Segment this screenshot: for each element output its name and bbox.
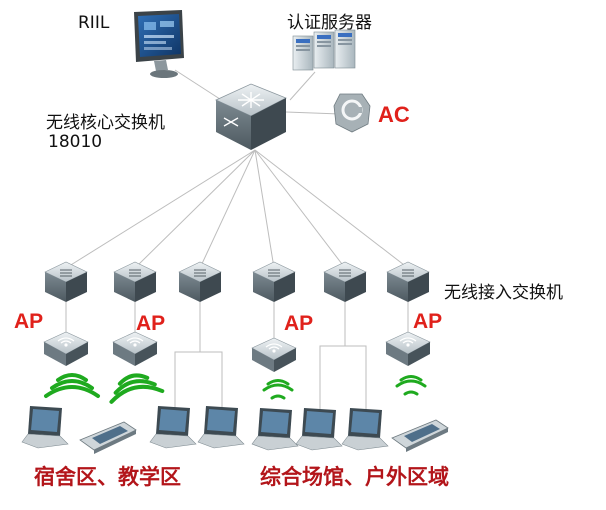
auth-server-label: 认证服务器 (287, 13, 372, 33)
link-hub-laptops-right (319, 345, 367, 412)
access-point-icon (112, 331, 158, 366)
ac-controller-icon (333, 93, 371, 133)
link-core-sw3 (199, 149, 256, 269)
access-switch-label: 无线接入交换机 (444, 283, 563, 303)
pda-icon (79, 421, 137, 454)
link-hub-laptops-left (174, 351, 223, 412)
link-core-sw4 (254, 149, 275, 269)
access-switch-icon (386, 261, 430, 302)
access-points (43, 331, 431, 372)
link-core-sw2 (134, 149, 256, 269)
riil-monitor-icon (134, 10, 184, 78)
core-switch-label: 无线核心交换机 (46, 113, 165, 133)
link-core-ac (285, 111, 341, 115)
clients (21, 406, 449, 454)
laptop-icon (251, 408, 299, 451)
link-core-auth (289, 71, 316, 101)
access-switch-icon (252, 261, 296, 302)
zone-label-venue-outdoor: 综合场馆、户外区域 (260, 465, 449, 489)
auth-server-icon (292, 29, 356, 71)
pda-icon (391, 419, 449, 452)
access-point-icon (385, 331, 431, 366)
wifi-signals (44, 373, 427, 404)
link-core-sw6 (254, 149, 409, 269)
link-core-sw1 (65, 149, 256, 269)
core-switch-model: 18010 (48, 132, 103, 152)
access-point-icon (251, 337, 297, 372)
ap-label: AP (14, 310, 44, 333)
wifi-signal-icon (109, 373, 165, 404)
access-switch-icon (178, 261, 222, 302)
laptop-icon (197, 406, 245, 449)
wifi-signal-icon (44, 373, 100, 398)
laptop-icon (341, 408, 389, 451)
riil-label: RIIL (78, 13, 110, 33)
link-core-sw5 (254, 149, 346, 269)
laptop-icon (21, 406, 69, 449)
wifi-signal-icon (262, 379, 294, 400)
ap-label: AP (413, 310, 443, 333)
wifi-signal-icon (395, 375, 427, 396)
laptop-icon (295, 408, 343, 451)
access-switch-icon (44, 261, 88, 302)
zone-label-dorm-teaching: 宿舍区、教学区 (34, 465, 181, 489)
laptop-icon (149, 406, 197, 449)
access-point-icon (43, 331, 89, 366)
ap-label: AP (136, 312, 166, 335)
core-switch-icon (215, 83, 287, 150)
links (65, 69, 409, 412)
ac-label: AC (378, 102, 410, 127)
ap-label: AP (284, 312, 314, 335)
access-switches (44, 261, 430, 302)
access-switch-icon (323, 261, 367, 302)
access-switch-icon (113, 261, 157, 302)
